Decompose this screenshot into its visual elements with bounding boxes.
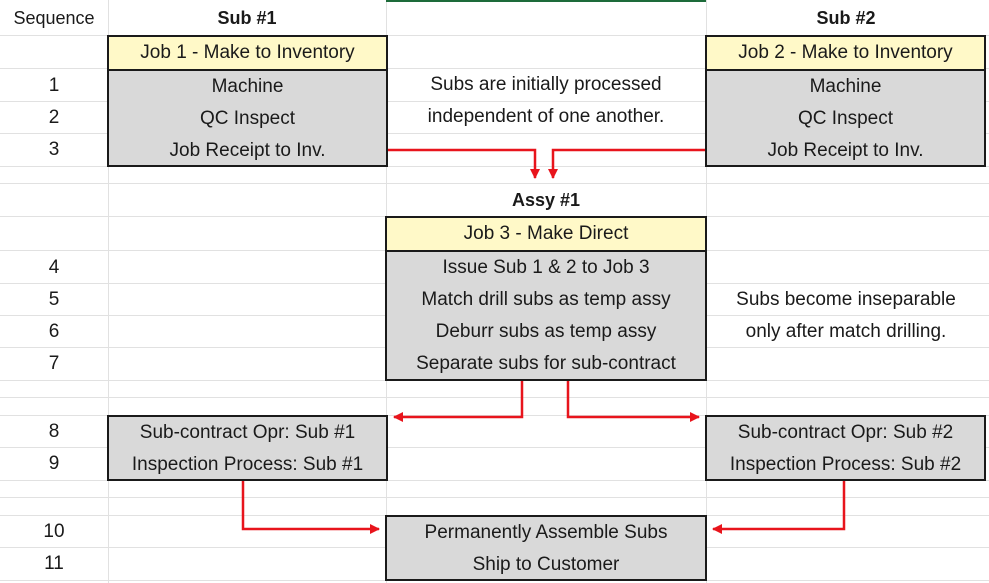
arrow-sub1-to-final: [241, 481, 380, 534]
job3-step: Separate subs for sub-contract: [416, 353, 676, 374]
final-step: Permanently Assemble Subs: [424, 522, 668, 543]
sub2-header: Sub #2: [816, 8, 876, 28]
sequence-number: 9: [48, 453, 60, 474]
arrow-job2-to-assy: [548, 148, 705, 179]
note-line: Subs are initially processed: [430, 74, 662, 95]
sub2-op: Inspection Process: Sub #2: [729, 454, 962, 475]
note-inseparable: Subs become inseparable only after match…: [706, 284, 986, 348]
sub1-op: Sub-contract Opr: Sub #1: [139, 422, 356, 443]
arrow-job1-to-assy: [388, 148, 540, 179]
selection-edge: [386, 0, 706, 2]
job3-step: Deburr subs as temp assy: [435, 321, 657, 342]
note-initial-processing: Subs are initially processed independent…: [386, 69, 706, 133]
job1-step: Job Receipt to Inv.: [169, 140, 326, 161]
job3-box: Job 3 - Make Direct Issue Sub 1 & 2 to J…: [385, 216, 707, 381]
job3-step: Issue Sub 1 & 2 to Job 3: [442, 257, 650, 278]
job2-step: Machine: [809, 76, 882, 97]
sub2-ops-box: Sub-contract Opr: Sub #2 Inspection Proc…: [705, 415, 986, 481]
note-line: Subs become inseparable: [736, 289, 956, 310]
sub1-ops-box: Sub-contract Opr: Sub #1 Inspection Proc…: [107, 415, 388, 481]
job1-title: Job 1 - Make to Inventory: [109, 37, 386, 71]
final-assembly-box: Permanently Assemble Subs Ship to Custom…: [385, 515, 707, 581]
assy-header: Assy #1: [511, 190, 581, 210]
final-step: Ship to Customer: [472, 554, 620, 575]
job2-step: Job Receipt to Inv.: [767, 140, 924, 161]
sequence-number: 3: [48, 139, 60, 160]
job1-box: Job 1 - Make to Inventory Machine QC Ins…: [107, 35, 388, 167]
sequence-number: 5: [48, 289, 60, 310]
arrow-assy-to-sub1: [393, 381, 524, 422]
sub1-header: Sub #1: [217, 8, 277, 28]
sequence-number: 11: [44, 553, 64, 574]
arrow-sub2-to-final: [712, 481, 846, 534]
sub1-op: Inspection Process: Sub #1: [131, 454, 364, 475]
sequence-number: 10: [43, 521, 65, 542]
job3-title: Job 3 - Make Direct: [387, 218, 705, 252]
job1-step: Machine: [211, 76, 284, 97]
job2-step: QC Inspect: [797, 108, 894, 129]
sequence-number: 6: [48, 321, 60, 342]
sequence-header: Sequence: [13, 8, 95, 28]
job3-step: Match drill subs as temp assy: [421, 289, 671, 310]
note-line: independent of one another.: [427, 106, 665, 127]
job2-title: Job 2 - Make to Inventory: [707, 37, 984, 71]
job2-box: Job 2 - Make to Inventory Machine QC Ins…: [705, 35, 986, 167]
sequence-number: 4: [48, 257, 60, 278]
note-line: only after match drilling.: [745, 321, 947, 342]
job1-step: QC Inspect: [199, 108, 296, 129]
sub2-op: Sub-contract Opr: Sub #2: [737, 422, 954, 443]
sequence-number: 2: [48, 107, 60, 128]
sequence-number: 7: [48, 353, 60, 374]
arrow-assy-to-sub2: [566, 381, 700, 422]
sequence-number: 8: [48, 421, 60, 442]
sequence-number: 1: [48, 75, 60, 96]
